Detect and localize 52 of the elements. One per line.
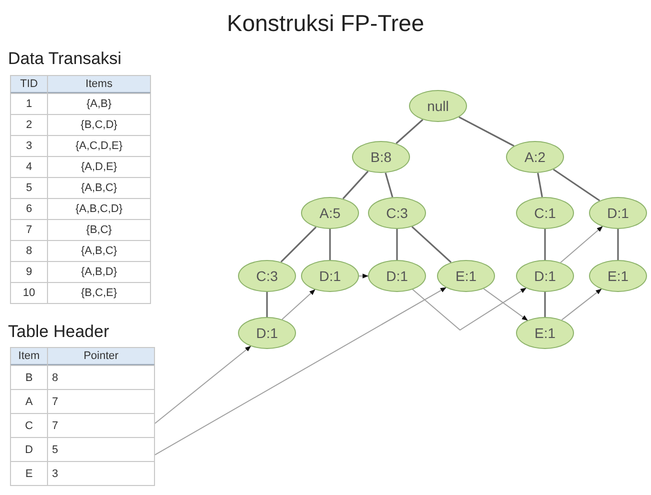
tree-branch	[544, 229, 546, 260]
tree-branch	[552, 168, 600, 202]
node-link-arrow	[483, 288, 528, 321]
table-title: Data Transaksi	[8, 49, 122, 69]
tree-branch	[411, 226, 452, 263]
tree-branch	[342, 170, 369, 200]
table-cell: 3	[47, 461, 155, 486]
tree-node: D:1	[238, 317, 296, 349]
table-cell: E	[10, 461, 48, 486]
node-link-arrow	[154, 346, 252, 424]
tree-branch	[537, 172, 543, 198]
node-link-arrow	[561, 288, 602, 320]
node-link-arrow	[358, 274, 369, 278]
table-cell: 8	[47, 365, 155, 390]
node-link-arrow	[154, 287, 446, 456]
tree-branch	[617, 229, 619, 260]
tree-branch	[396, 119, 424, 144]
tree-branch	[544, 292, 546, 317]
tree-branch	[329, 229, 331, 260]
table-cell: {A,B}	[47, 93, 151, 115]
table-cell: B	[10, 365, 48, 390]
node-link-arrow	[560, 226, 603, 264]
table-cell: 10	[10, 282, 48, 304]
tree-branch	[280, 226, 317, 263]
table-cell: 1	[10, 93, 48, 115]
tree-node: null	[409, 90, 467, 122]
column-header: Pointer	[47, 347, 155, 366]
tree-node: C:3	[238, 260, 296, 292]
tree-node: D:1	[516, 260, 574, 292]
tree-branch	[458, 116, 514, 147]
node-link-arrow	[282, 289, 316, 320]
tree-node: E:1	[516, 317, 574, 349]
tree-branch	[384, 172, 394, 198]
table-title: Table Header	[8, 322, 110, 342]
table-cell: {B,C,E}	[47, 282, 151, 304]
tree-node: C:1	[516, 197, 574, 229]
tree-node: D:1	[301, 260, 359, 292]
column-header: Items	[47, 75, 151, 94]
column-header: TID	[10, 75, 48, 94]
column-header: Item	[10, 347, 48, 366]
tree-node: A:5	[301, 197, 359, 229]
tree-node: B:8	[352, 141, 410, 173]
tree-node: D:1	[368, 260, 426, 292]
tree-node: E:1	[589, 260, 647, 292]
tree-branch	[396, 229, 398, 260]
tree-node: D:1	[589, 197, 647, 229]
tree-node: E:1	[437, 260, 495, 292]
diagram-title: Konstruksi FP-Tree	[226, 10, 426, 37]
tree-node: A:2	[506, 141, 564, 173]
node-link-arrow	[412, 288, 526, 331]
tree-branch	[266, 292, 268, 317]
tree-node: C:3	[368, 197, 426, 229]
